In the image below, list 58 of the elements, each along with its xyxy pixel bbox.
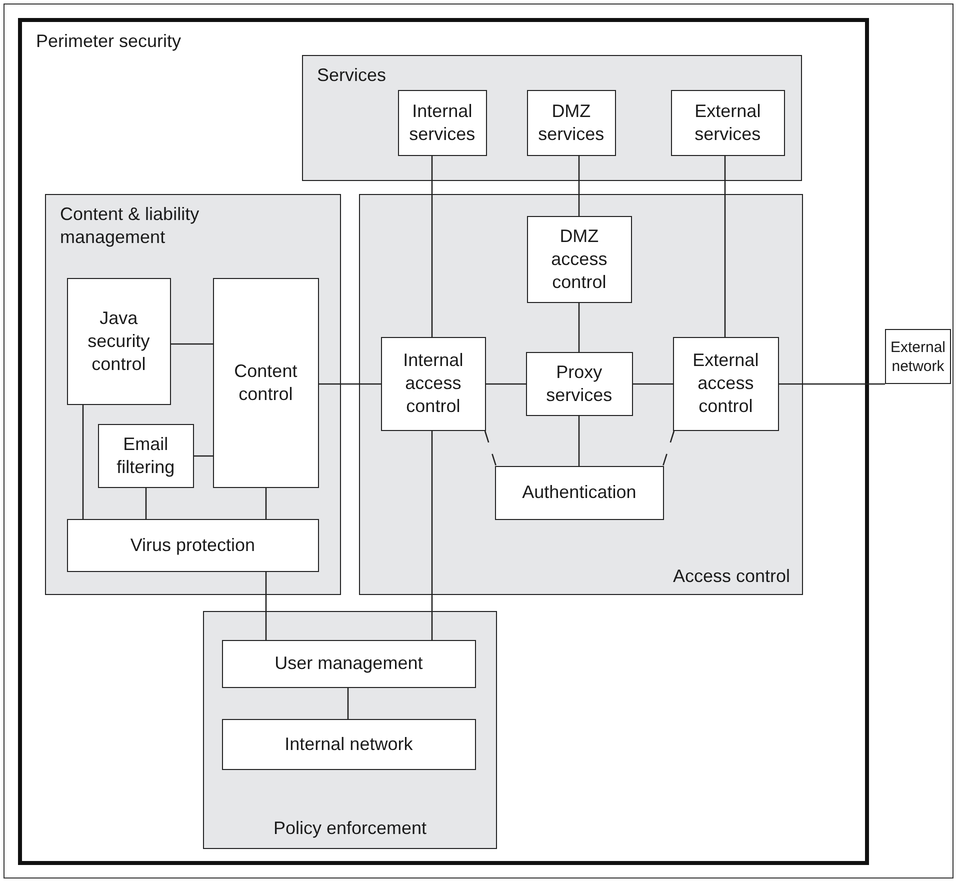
connector-line: [171, 343, 213, 345]
connector-line: [486, 383, 526, 385]
connector-line: [265, 572, 267, 640]
connector-line: [484, 430, 497, 466]
group-title: Perimeter security: [36, 30, 182, 53]
connector-line: [724, 156, 726, 337]
process-box: [526, 352, 633, 416]
process-box: [885, 329, 951, 384]
box-label: Java security control: [86, 306, 151, 376]
connector-line: [194, 455, 213, 457]
box-label: Internal services: [408, 100, 476, 146]
process-box: [222, 640, 476, 688]
group-title: Policy enforcement: [272, 817, 428, 840]
box-label: Authentication: [522, 481, 636, 504]
connector-line: [145, 488, 147, 519]
box-label: External services: [694, 100, 762, 146]
box-label: Email filtering: [116, 432, 176, 479]
group-title: Access control: [672, 565, 790, 588]
process-box: [380, 336, 486, 431]
process-box: [66, 278, 171, 405]
connector-line: [431, 156, 433, 337]
connector-line: [578, 156, 580, 216]
group-panel: [203, 611, 497, 849]
process-box: [672, 336, 779, 431]
box-label: External access control: [692, 349, 760, 418]
group-panel: [45, 194, 341, 595]
connector-line: [319, 383, 381, 385]
box-label: Proxy services: [545, 360, 614, 407]
box-label: Content control: [233, 360, 298, 406]
connector-line: [578, 303, 580, 352]
group-title: Services: [317, 64, 386, 87]
process-box: [222, 718, 476, 770]
connector-line: [265, 488, 267, 519]
connector-line: [779, 383, 885, 385]
connector-line: [431, 431, 433, 640]
connector-line: [633, 383, 673, 385]
group-panel: [359, 194, 803, 595]
group-panel: [302, 55, 802, 181]
box-label: Internal network: [284, 732, 413, 756]
connector-line: [578, 416, 580, 466]
connector-line: [82, 405, 84, 519]
connector-line: [662, 430, 675, 466]
process-box: [526, 216, 632, 303]
box-label: User management: [274, 652, 423, 676]
box-label: DMZ services: [537, 100, 606, 146]
process-box: [98, 424, 194, 488]
process-box: [212, 278, 319, 488]
process-box: [398, 90, 487, 156]
process-box: [526, 90, 616, 156]
process-box: [66, 518, 319, 572]
box-label: Virus protection: [130, 534, 256, 557]
box-label: Internal access control: [402, 349, 464, 418]
group-title: Content & liability management: [60, 203, 200, 249]
process-box: [670, 90, 785, 156]
box-label: External network: [889, 338, 947, 376]
box-label: DMZ access control: [550, 224, 608, 294]
connector-line: [347, 688, 349, 719]
process-box: [494, 466, 664, 520]
